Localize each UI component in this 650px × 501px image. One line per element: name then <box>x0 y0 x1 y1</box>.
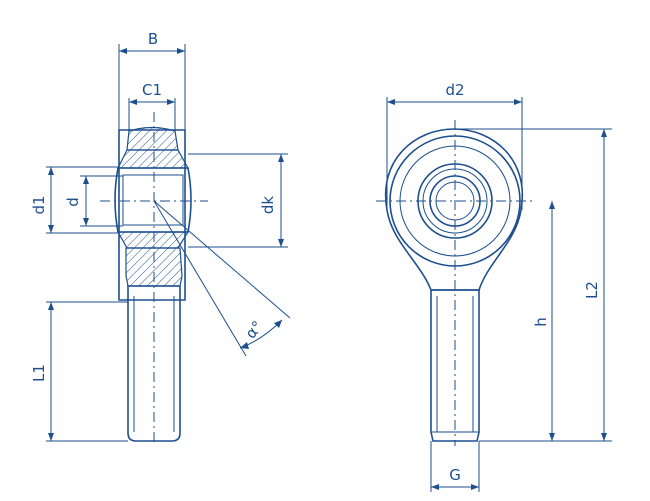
dim-L1-arrow-top <box>48 302 54 310</box>
dim-L2-arrow-bottom <box>601 433 607 441</box>
label-B: B <box>148 30 158 48</box>
angle-alpha-arrow-2 <box>274 320 282 328</box>
dim-h-arrow-top <box>549 201 555 209</box>
dim-d-arrow-top <box>83 176 89 184</box>
front-view: d2 L2 h G <box>376 81 612 492</box>
dim-d-arrow-bottom <box>83 218 89 226</box>
dim-d2-arrow-left <box>387 99 395 105</box>
side-ball-outline <box>114 167 192 233</box>
side-ring-top-hatch <box>126 126 179 151</box>
dim-B-arrow-right <box>177 48 185 54</box>
dim-C1-arrow-left <box>129 99 137 105</box>
side-bore <box>122 174 184 226</box>
label-d2: d2 <box>445 81 464 99</box>
dim-dk-arrow-top <box>278 154 284 162</box>
dim-d2-arrow-right <box>514 99 522 105</box>
dim-dk-arrow-bottom <box>278 239 284 247</box>
side-view: B C1 d1 d dk α° <box>30 30 291 446</box>
label-dk: dk <box>259 196 277 215</box>
angle-alpha-ray-2 <box>153 200 291 319</box>
label-G: G <box>449 466 461 484</box>
label-d: d <box>64 197 82 207</box>
dim-C1-arrow-right <box>167 99 175 105</box>
dim-B-arrow-left <box>119 48 127 54</box>
front-head-outline <box>384 128 524 291</box>
label-h: h <box>532 317 550 327</box>
label-L2: L2 <box>583 281 601 299</box>
angle-alpha-arrow-1 <box>240 342 249 349</box>
dim-G-arrow-left <box>431 484 439 490</box>
label-d1: d1 <box>30 195 48 214</box>
dim-h-arrow-bottom <box>549 433 555 441</box>
angle-alpha-ray-1 <box>153 200 247 357</box>
label-C1: C1 <box>142 81 162 99</box>
label-L1: L1 <box>30 364 48 382</box>
dim-L1-arrow-bottom <box>48 433 54 441</box>
dim-d1-arrow-bottom <box>48 225 54 233</box>
dim-L2-arrow-top <box>601 129 607 137</box>
side-shank-outline <box>127 285 181 442</box>
dim-G-arrow-right <box>471 484 479 490</box>
side-ball-hatch-top <box>117 149 190 169</box>
label-alpha: α° <box>242 317 267 342</box>
dim-d1-arrow-top <box>48 167 54 175</box>
